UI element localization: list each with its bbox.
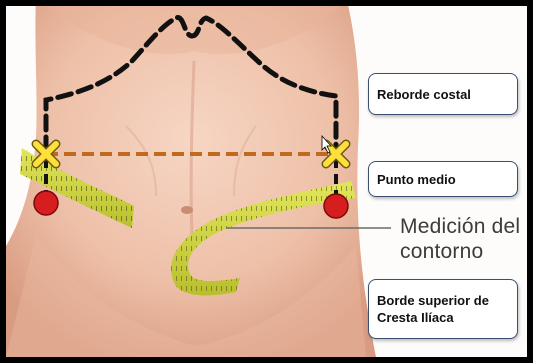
right-red-dot-icon [324, 194, 348, 218]
medicion-line2: contorno [400, 239, 520, 264]
navel [181, 206, 193, 214]
callout-label: Punto medio [377, 171, 456, 188]
callout-punto-medio: Punto medio [368, 161, 518, 197]
anatomy-illustration: Reborde costal Punto medio Medición del … [6, 6, 527, 357]
left-red-dot-icon [34, 191, 58, 215]
callout-reborde-costal: Reborde costal [368, 73, 518, 115]
callout-label: Borde superior de Cresta Ilíaca [377, 292, 489, 326]
callout-label: Reborde costal [377, 86, 471, 103]
medicion-label: Medición del contorno [400, 214, 520, 264]
callout-borde-superior: Borde superior de Cresta Ilíaca [368, 279, 518, 339]
medicion-line1: Medición del [400, 214, 520, 239]
